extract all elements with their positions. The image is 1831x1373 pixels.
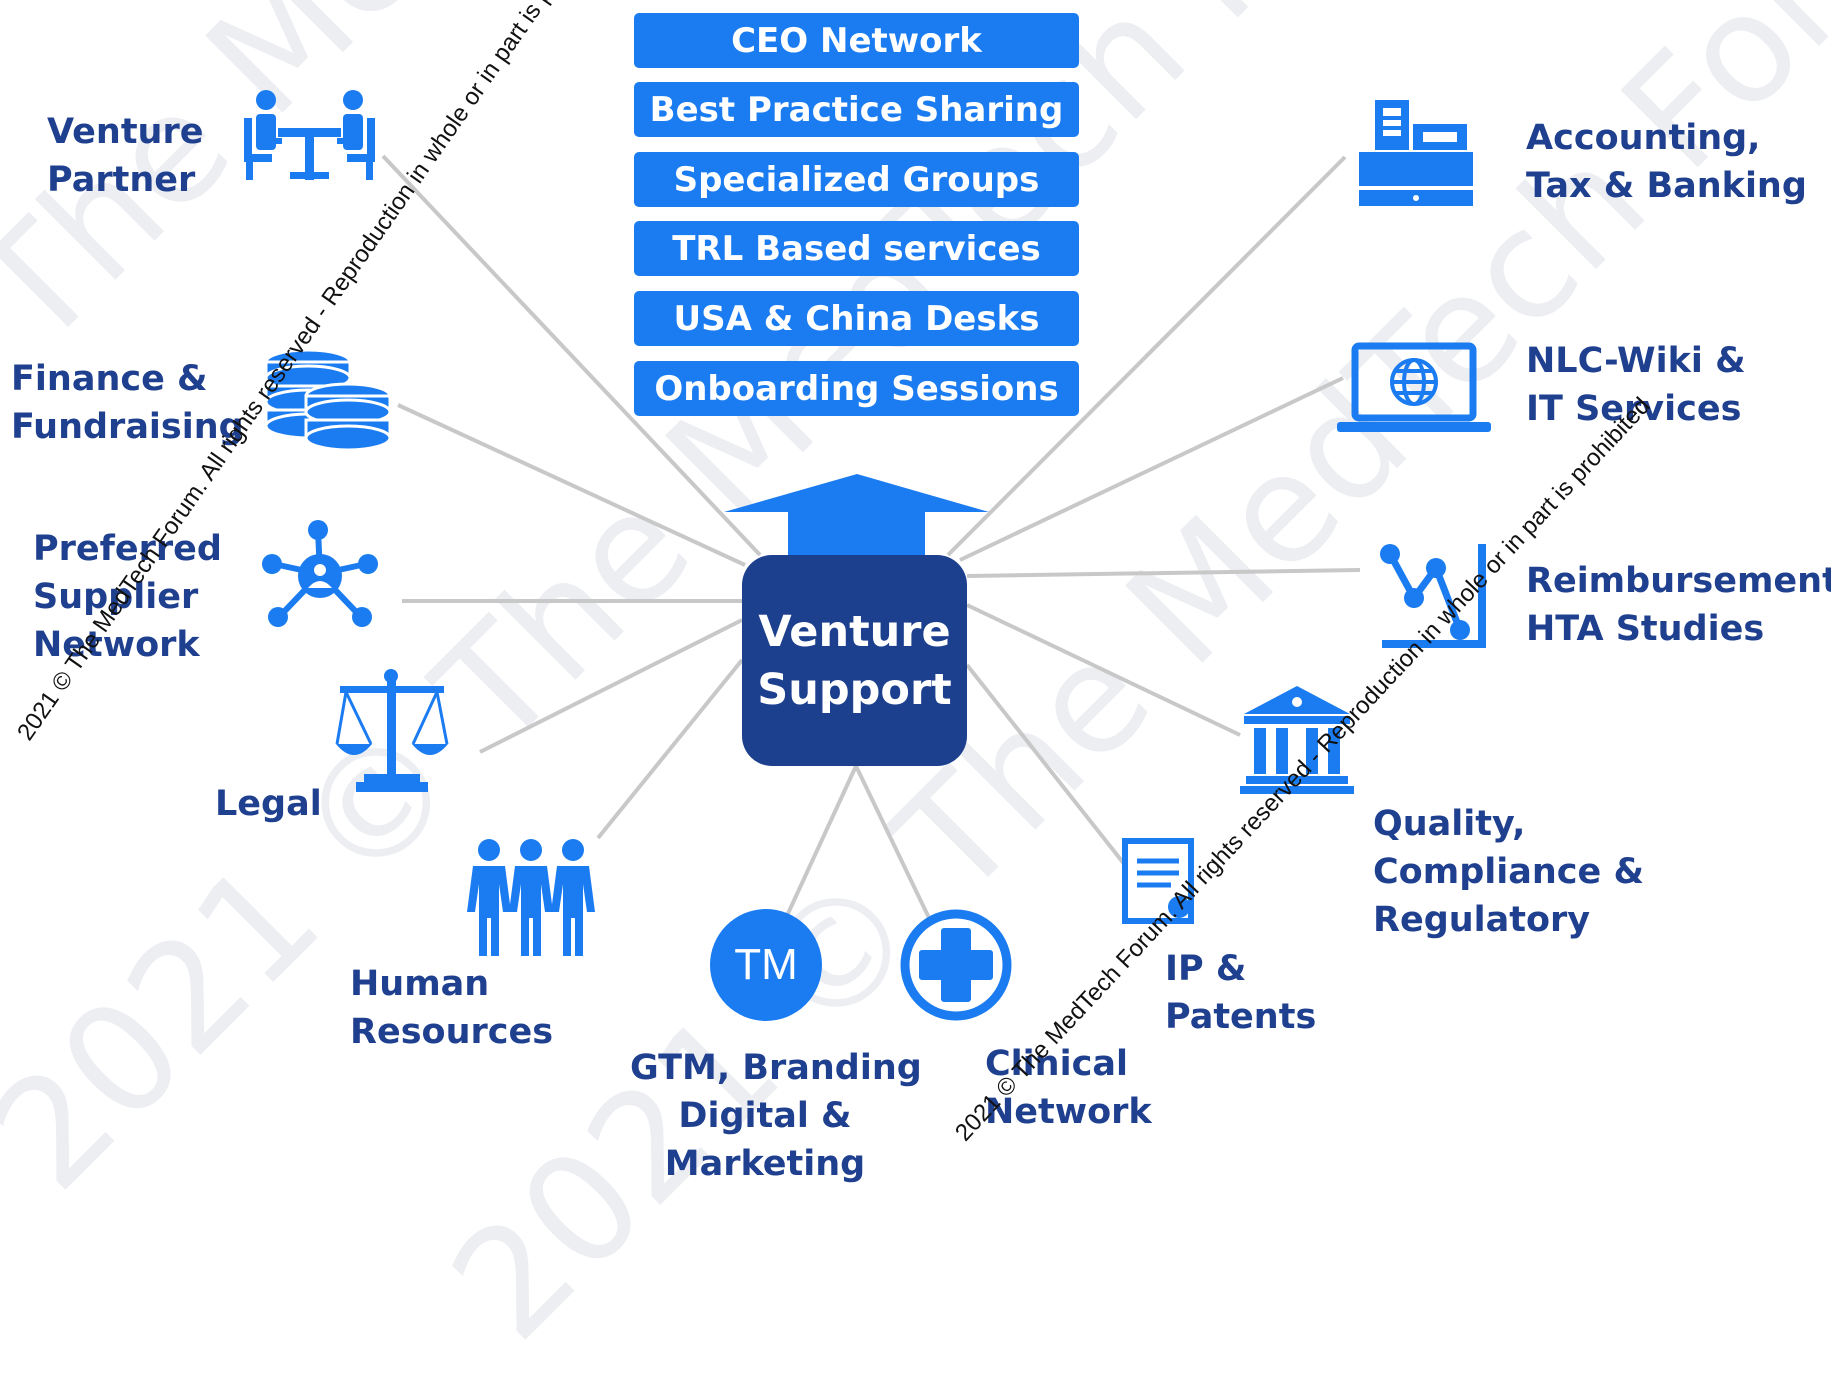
box-label: Best Practice Sharing <box>649 89 1064 130</box>
label-quality: Quality, Compliance & Regulatory <box>1373 800 1644 944</box>
label-line: Compliance & <box>1373 852 1644 892</box>
label-line: Preferred <box>33 529 222 569</box>
connector-gtm <box>783 765 858 921</box>
connector-nlc <box>959 376 1344 562</box>
hub-line-2: Support <box>757 664 952 715</box>
box-trl-services: TRL Based services <box>634 221 1079 276</box>
label-line: Tax & Banking <box>1526 166 1807 206</box>
label-finance: Finance & Fundraising <box>11 355 244 451</box>
label-nlc: NLC-Wiki & IT Services <box>1526 337 1746 433</box>
label-line: Regulatory <box>1373 900 1591 940</box>
label-hr: Human Resources <box>350 960 553 1056</box>
line-chart-icon <box>1380 544 1486 648</box>
box-usa-china-desks: USA & China Desks <box>634 291 1079 346</box>
box-best-practice: Best Practice Sharing <box>634 82 1079 137</box>
box-label: CEO Network <box>731 20 982 61</box>
label-line: NLC-Wiki & <box>1526 341 1746 381</box>
label-venture-partner: Venture Partner <box>47 108 203 204</box>
connector-accounting <box>946 155 1347 557</box>
box-label: USA & China Desks <box>673 298 1040 339</box>
connector-quality <box>966 603 1241 737</box>
connector-legal <box>479 618 743 754</box>
label-line: GTM, Branding <box>630 1048 922 1088</box>
connector-clinical <box>854 765 932 921</box>
label-line: Digital & <box>678 1096 852 1136</box>
label-line: Reimbursement <box>1526 561 1831 601</box>
label-line: Clinical <box>985 1044 1128 1084</box>
label-line: IP & <box>1165 949 1247 989</box>
trademark-label: TM <box>734 940 798 989</box>
connector-venture-partner <box>381 154 762 557</box>
label-line: Legal <box>215 784 322 824</box>
label-line: Quality, <box>1373 804 1526 844</box>
bank-building-icon <box>1240 686 1354 794</box>
meeting-icon <box>244 90 375 180</box>
arrow-up <box>724 474 989 555</box>
scales-icon <box>335 669 449 792</box>
label-clinical: Clinical Network <box>985 1040 1152 1136</box>
label-reimbursement: Reimbursement HTA Studies <box>1526 557 1831 653</box>
label-accounting: Accounting, Tax & Banking <box>1526 114 1807 210</box>
connector-finance <box>397 403 746 567</box>
connector-reimbursement <box>966 568 1361 578</box>
coins-icon <box>264 348 392 452</box>
label-gtm: GTM, Branding Digital & Marketing <box>630 1044 922 1188</box>
patent-document-icon <box>1122 838 1194 924</box>
box-ceo-network: CEO Network <box>634 13 1079 68</box>
label-line: Network <box>985 1092 1152 1132</box>
label-line: Finance & <box>11 359 208 399</box>
label-line: Partner <box>47 160 196 200</box>
label-supplier: Preferred Supplier Network <box>33 525 222 669</box>
connector-lines <box>381 154 1361 921</box>
medical-cross-icon <box>900 909 1012 1021</box>
label-legal: Legal <box>215 780 322 828</box>
label-line: HTA Studies <box>1526 609 1765 649</box>
label-line: Marketing <box>664 1144 866 1184</box>
label-line: Patents <box>1165 997 1317 1037</box>
box-label: Onboarding Sessions <box>654 368 1059 409</box>
label-ip: IP & Patents <box>1165 945 1316 1041</box>
label-line: Resources <box>350 1012 554 1052</box>
label-line: IT Services <box>1526 389 1742 429</box>
connector-hr <box>596 658 744 840</box>
connector-ip <box>965 663 1127 867</box>
trademark-icon <box>710 909 822 1021</box>
network-icon <box>262 520 378 627</box>
label-line: Venture <box>47 112 204 152</box>
people-icon <box>467 839 595 956</box>
label-line: Human <box>350 964 490 1004</box>
cash-register-icon <box>1359 100 1473 206</box>
box-onboarding: Onboarding Sessions <box>634 361 1079 416</box>
laptop-globe-icon <box>1337 342 1491 432</box>
label-line: Supplier <box>33 577 199 617</box>
label-line: Fundraising <box>11 407 244 447</box>
hub-line-1: Venture <box>758 606 951 657</box>
box-specialized-groups: Specialized Groups <box>634 152 1079 207</box>
box-label: TRL Based services <box>672 228 1041 269</box>
label-line: Accounting, <box>1526 118 1761 158</box>
box-label: Specialized Groups <box>673 159 1040 200</box>
venture-support-hub: Venture Support <box>742 555 967 766</box>
label-line: Network <box>33 625 200 665</box>
